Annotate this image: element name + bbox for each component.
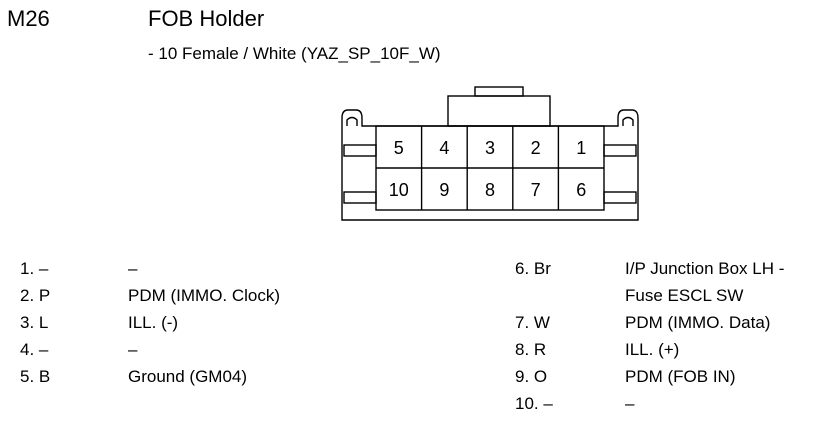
connector-tab-left-bottom: [343, 191, 377, 204]
pin-description: –: [128, 340, 138, 359]
pin-description: PDM (FOB IN): [625, 367, 736, 386]
pin-label: 4: [439, 138, 449, 158]
pin-label: 2: [531, 138, 541, 158]
connector-key-top: [474, 86, 524, 97]
pin-description: –: [128, 259, 138, 278]
pin-number: 1. –: [20, 259, 49, 278]
connector-subtitle: - 10 Female / White (YAZ_SP_10F_W): [148, 44, 441, 63]
pin-label: 10: [389, 180, 409, 200]
connector-lock-right: [622, 116, 634, 126]
pin-description: I/P Junction Box LH -: [625, 259, 785, 278]
connector-tab-left-top: [343, 144, 377, 157]
pin-number: 4. –: [20, 340, 49, 359]
pin-description: Ground (GM04): [128, 367, 248, 386]
pin-description: –: [625, 394, 635, 413]
pin-number: 6. Br: [515, 259, 551, 278]
pin-number: 10. –: [515, 394, 553, 413]
pin-number: 8. R: [515, 340, 547, 359]
pin-label: 8: [485, 180, 495, 200]
pin-label: 9: [439, 180, 449, 200]
pin-description: PDM (IMMO. Clock): [128, 286, 281, 305]
pin-number: 3. L: [20, 313, 49, 332]
pin-description: PDM (IMMO. Data): [625, 313, 771, 332]
pin-number: 7. W: [515, 313, 550, 332]
pin-number: 5. B: [20, 367, 51, 386]
pin-number: 9. O: [515, 367, 548, 386]
pin-description: ILL. (-): [128, 313, 179, 332]
pin-label: 1: [576, 138, 586, 158]
connector-housing: [341, 109, 639, 221]
connector-code: M26: [7, 6, 50, 31]
connector-latch: [447, 95, 551, 127]
pin-label: 7: [531, 180, 541, 200]
pin-description-continued: Fuse ESCL SW: [625, 286, 744, 305]
connector-diagram: 5 4 3 2 1 10 9 8 7 6: [341, 86, 639, 221]
pin-label: 5: [394, 138, 404, 158]
pin-description: ILL. (+): [625, 340, 680, 359]
pin-label: 3: [485, 138, 495, 158]
connector-tab-right-bottom: [603, 191, 637, 204]
pin-label: 6: [576, 180, 586, 200]
connector-tab-right-top: [603, 144, 637, 157]
connector-lock-left: [346, 116, 358, 126]
connector-title: FOB Holder: [148, 6, 265, 31]
pin-number: 2. P: [20, 286, 51, 305]
